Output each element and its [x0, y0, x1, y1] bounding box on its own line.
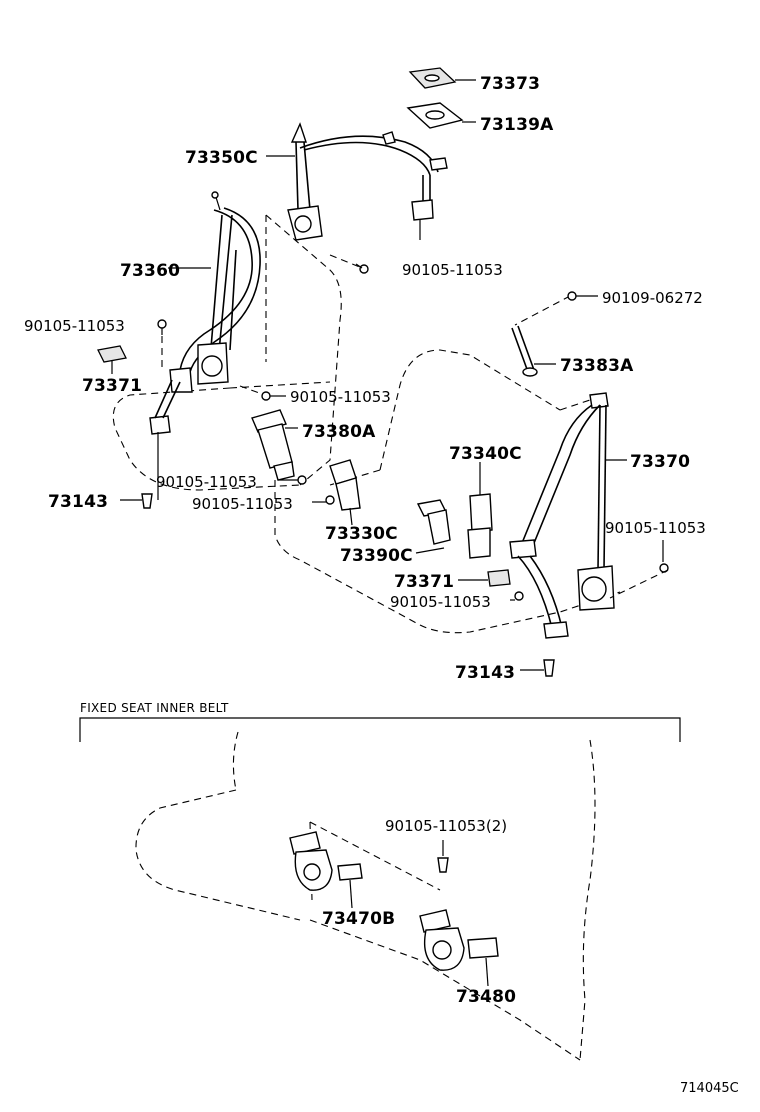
label-73380a[interactable]: 73380A [302, 422, 376, 442]
bolts [120, 254, 669, 677]
buckle-73340c-drawing [467, 462, 493, 559]
part-labels: 73373 73139A 73350C 73360 90105-11053 90… [24, 74, 739, 1096]
bracket-73383a-drawing [511, 295, 571, 377]
label-73340c[interactable]: 73340C [449, 444, 522, 464]
label-73371-left[interactable]: 73371 [82, 376, 142, 396]
cover-73373-drawing [408, 67, 476, 89]
label-73390c[interactable]: 73390C [340, 546, 413, 566]
label-bolt-90105-11053-e[interactable]: 90105-11053 [156, 473, 257, 491]
label-bolt-90105-11053-x2[interactable]: 90105-11053(2) [385, 817, 507, 835]
buckle-73330c-drawing [329, 459, 361, 526]
label-bolt-90105-11053-a[interactable]: 90105-11053 [402, 261, 503, 279]
cover-73139a-drawing [406, 102, 476, 129]
buckle-73380a-drawing [251, 409, 298, 481]
fixed-seat-section [79, 717, 681, 1061]
label-bolt-90105-11053-b[interactable]: 90105-11053 [24, 317, 125, 335]
label-73330c[interactable]: 73330C [325, 524, 398, 544]
label-73480[interactable]: 73480 [456, 987, 516, 1007]
label-73383a[interactable]: 73383A [560, 356, 634, 376]
label-bolt-90105-11053-c[interactable]: 90105-11053 [290, 388, 391, 406]
label-73470b[interactable]: 73470B [322, 909, 395, 929]
label-73360[interactable]: 73360 [120, 261, 180, 281]
section-title: FIXED SEAT INNER BELT [80, 701, 229, 715]
clip-73371-left-drawing [97, 345, 127, 374]
label-73373[interactable]: 73373 [480, 74, 540, 94]
label-73139a[interactable]: 73139A [480, 115, 554, 135]
clip-73371-right-drawing [458, 569, 511, 587]
label-73371-right[interactable]: 73371 [394, 572, 454, 592]
label-bolt-90105-11053-g[interactable]: 90105-11053 [390, 593, 491, 611]
label-bolt-90105-11053-d[interactable]: 90105-11053 [605, 519, 706, 537]
retractor-73350c-drawing [266, 122, 448, 241]
seat-outlines [112, 214, 621, 634]
belt-73360-drawing [149, 191, 261, 500]
label-73143-left[interactable]: 73143 [48, 492, 108, 512]
belt-73370-drawing [509, 392, 627, 639]
label-73370[interactable]: 73370 [630, 452, 690, 472]
figure-code: 714045C [680, 1081, 739, 1096]
label-73143-right[interactable]: 73143 [455, 663, 515, 683]
label-bolt-90105-11053-f[interactable]: 90105-11053 [192, 495, 293, 513]
label-bolt-90109-06272[interactable]: 90109-06272 [602, 289, 703, 307]
label-73350c[interactable]: 73350C [185, 148, 258, 168]
buckle-73390c-drawing [415, 499, 451, 554]
